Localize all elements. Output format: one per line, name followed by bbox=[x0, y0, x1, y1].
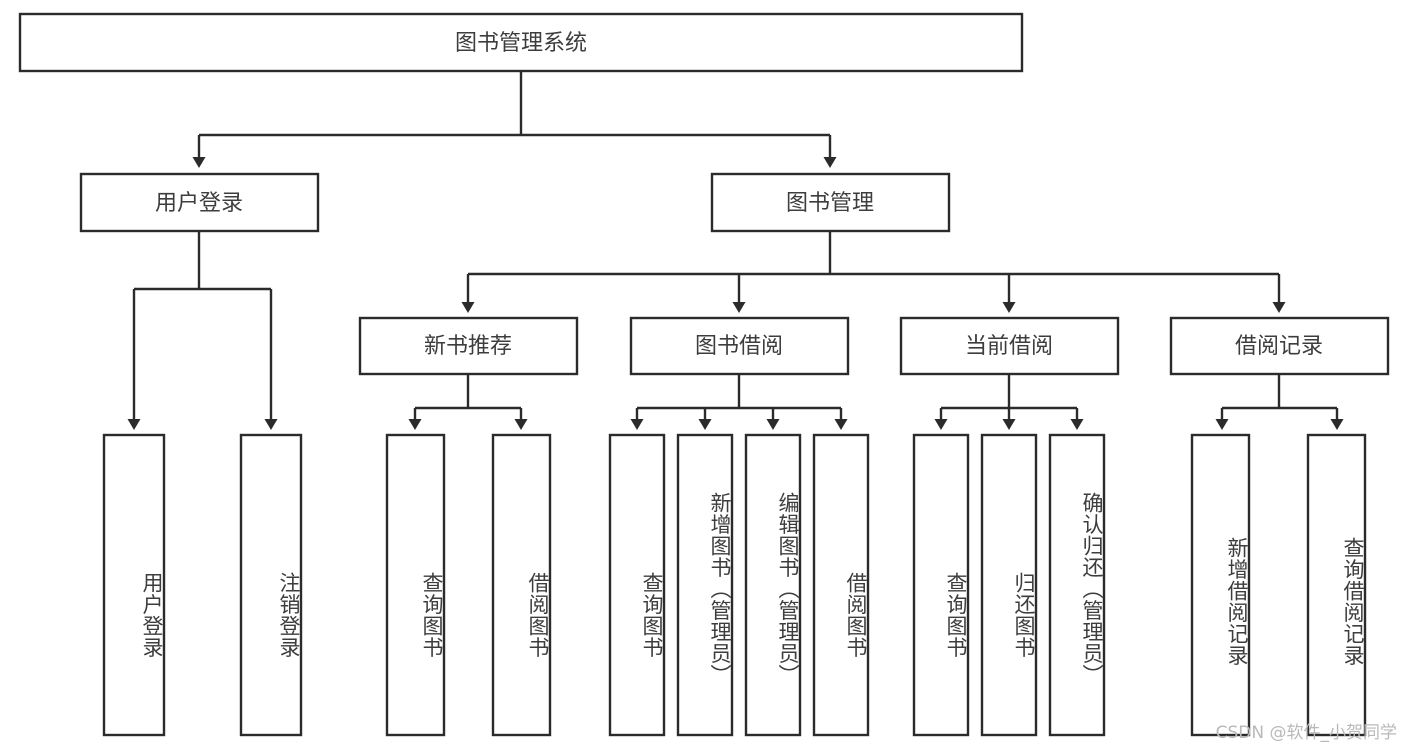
node-new-book-recommend-label: 新书推荐 bbox=[424, 334, 512, 359]
node-new-book-recommend[interactable]: 新书推荐 bbox=[358, 316, 579, 376]
leaf-box-new-book-1[interactable] bbox=[491, 433, 552, 737]
node-borrow-record[interactable]: 借阅记录 bbox=[1169, 316, 1390, 376]
node-borrow-record-label: 借阅记录 bbox=[1235, 334, 1323, 359]
leaf-box-borrow-record-1[interactable] bbox=[1306, 433, 1367, 737]
leaf-label-user-login-0: 用户登录 bbox=[140, 572, 164, 658]
leaf-label-current-borrow-0: 查询图书 bbox=[944, 572, 968, 658]
leaf-label-book-borrow-0: 查询图书 bbox=[640, 572, 664, 658]
node-book-borrow[interactable]: 图书借阅 bbox=[629, 316, 850, 376]
leaf-box-book-borrow-0[interactable] bbox=[608, 433, 666, 737]
leaf-box-user-login-0[interactable] bbox=[102, 433, 166, 737]
node-root[interactable]: 图书管理系统 bbox=[18, 12, 1024, 73]
leaf-box-current-borrow-2[interactable] bbox=[1048, 433, 1106, 737]
leaf-box-book-borrow-3[interactable] bbox=[812, 433, 870, 737]
leaf-label-book-borrow-1: 新增图书（管理员） bbox=[708, 492, 732, 686]
leaf-label-new-book-0: 查询图书 bbox=[420, 572, 444, 658]
leaf-label-borrow-record-0: 新增借阅记录 bbox=[1225, 537, 1249, 666]
node-current-borrow-label: 当前借阅 bbox=[965, 334, 1053, 359]
leaf-box-current-borrow-0[interactable] bbox=[912, 433, 970, 737]
node-user-login[interactable]: 用户登录 bbox=[79, 172, 320, 233]
connectors-currentborrow-to-leaves bbox=[934, 374, 1084, 430]
leaf-label-new-book-1: 借阅图书 bbox=[526, 572, 550, 658]
leaf-boxes-new-book bbox=[385, 433, 552, 737]
connectors-bookborrow-to-leaves bbox=[630, 374, 848, 430]
leaf-box-new-book-0[interactable] bbox=[385, 433, 446, 737]
leaf-boxes-book-borrow bbox=[608, 433, 870, 737]
leaf-label-book-borrow-2: 编辑图书（管理员） bbox=[776, 492, 800, 686]
leaf-box-book-borrow-1[interactable] bbox=[676, 433, 734, 737]
leaf-box-book-borrow-2[interactable] bbox=[744, 433, 802, 737]
leaf-boxes-borrow-record bbox=[1190, 433, 1367, 737]
node-user-login-label: 用户登录 bbox=[155, 191, 243, 216]
leaf-box-user-login-1[interactable] bbox=[239, 433, 303, 737]
node-book-management-label: 图书管理 bbox=[786, 191, 874, 216]
leaf-label-user-login-1: 注销登录 bbox=[277, 572, 301, 658]
leaf-boxes-user-login bbox=[102, 433, 303, 737]
node-current-borrow[interactable]: 当前借阅 bbox=[899, 316, 1120, 376]
connectors-root-to-level2 bbox=[192, 71, 837, 168]
node-book-management[interactable]: 图书管理 bbox=[710, 172, 951, 233]
leaf-box-current-borrow-1[interactable] bbox=[980, 433, 1038, 737]
leaf-boxes-current-borrow bbox=[912, 433, 1106, 737]
connectors-userlogin-to-leaves bbox=[127, 231, 278, 430]
leaf-label-current-borrow-1: 归还图书 bbox=[1012, 572, 1036, 658]
leaf-label-book-borrow-3: 借阅图书 bbox=[844, 572, 868, 658]
csdn-watermark: CSDN @软件_小贺同学 bbox=[1215, 723, 1397, 743]
connectors-newbook-to-leaves bbox=[408, 374, 528, 430]
connectors-bookmgmt-to-level3 bbox=[461, 231, 1286, 313]
node-book-borrow-label: 图书借阅 bbox=[695, 334, 783, 359]
node-root-label: 图书管理系统 bbox=[455, 31, 587, 56]
connectors-borrowrecord-to-leaves bbox=[1215, 374, 1344, 430]
leaf-label-borrow-record-1: 查询借阅记录 bbox=[1341, 537, 1365, 666]
leaf-box-borrow-record-0[interactable] bbox=[1190, 433, 1251, 737]
leaf-label-current-borrow-2: 确认归还（管理员） bbox=[1080, 492, 1104, 686]
